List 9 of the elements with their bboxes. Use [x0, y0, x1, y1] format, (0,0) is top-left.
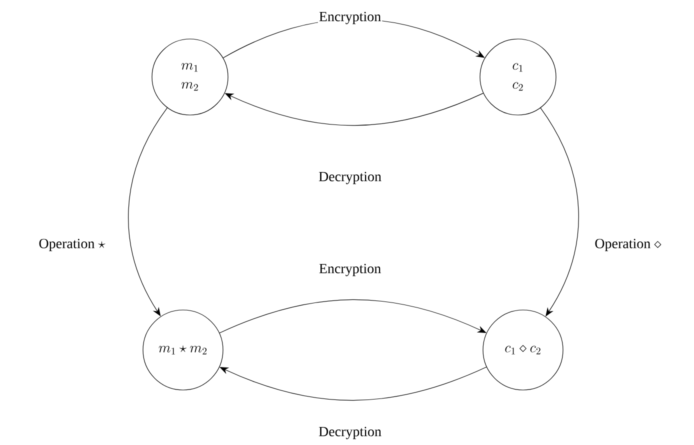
- edge-label: Encryption: [318, 10, 382, 26]
- arrow: [220, 366, 487, 401]
- edge-label: Encryption: [318, 262, 382, 278]
- edge-label: Decryption: [318, 426, 382, 440]
- edge-label: $\mbox{Operation }\star$: [38, 238, 106, 252]
- edge-label: $\mbox{Operation }\diamond$: [594, 238, 662, 252]
- edge-label: Decryption: [318, 170, 382, 186]
- arrow: [128, 108, 168, 316]
- arrow: [219, 299, 486, 334]
